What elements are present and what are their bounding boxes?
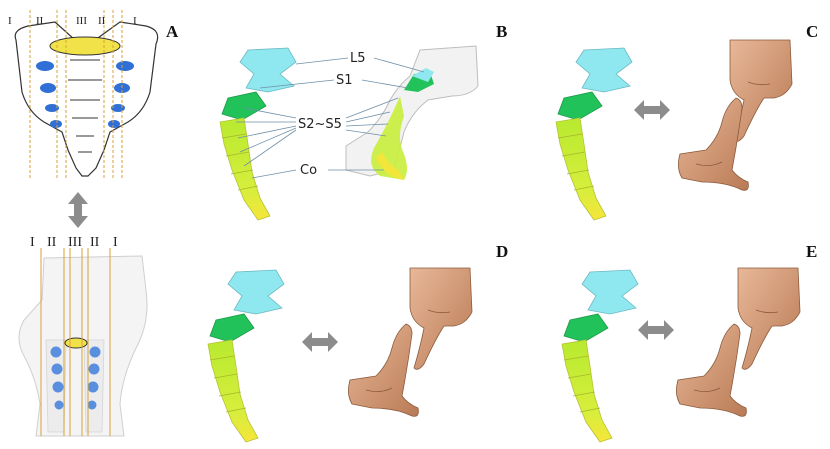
sacrum-illustration bbox=[14, 21, 159, 177]
double-arrow-horizontal-icon bbox=[634, 100, 670, 120]
double-arrow-horizontal-icon bbox=[302, 332, 338, 352]
hand-bottom-d bbox=[347, 323, 419, 417]
panel-label-d: D bbox=[496, 242, 509, 261]
label-co: Co bbox=[300, 163, 317, 178]
label-s1: S1 bbox=[336, 73, 353, 88]
hand-bottom-e bbox=[676, 323, 747, 417]
zone-bottom-4: II bbox=[90, 235, 100, 250]
spine-e bbox=[561, 269, 639, 443]
spine-d bbox=[207, 269, 285, 443]
hand-outline-b bbox=[345, 45, 479, 180]
panel-label-c: C bbox=[806, 22, 819, 41]
zone-top-1: I bbox=[8, 15, 12, 27]
palm-illustration bbox=[18, 255, 148, 437]
hand-bottom-c bbox=[678, 97, 749, 191]
zone-top-2: II bbox=[36, 15, 44, 27]
label-s2-s5: S2~S5 bbox=[298, 117, 342, 132]
zone-bottom-5: I bbox=[113, 235, 118, 250]
double-arrow-horizontal-icon bbox=[638, 320, 674, 340]
hand-top-d bbox=[409, 267, 473, 370]
zone-top-4: II bbox=[98, 15, 106, 27]
zone-bottom-1: I bbox=[30, 235, 35, 250]
panel-label-e: E bbox=[806, 242, 818, 261]
zone-lines-top bbox=[29, 10, 123, 178]
zone-top-5: I bbox=[133, 15, 137, 27]
hand-top-e bbox=[737, 267, 801, 370]
panel-label-a: A bbox=[166, 22, 179, 41]
double-arrow-vertical-icon bbox=[68, 192, 88, 228]
panel-label-b: B bbox=[496, 22, 508, 41]
zone-lines-bottom bbox=[40, 248, 111, 436]
zone-bottom-2: II bbox=[47, 235, 57, 250]
spine-c bbox=[555, 47, 633, 221]
zone-bottom-3: III bbox=[68, 235, 82, 250]
callout-lines bbox=[236, 57, 425, 179]
label-l5: L5 bbox=[350, 51, 366, 66]
zone-top-3: III bbox=[76, 15, 87, 27]
